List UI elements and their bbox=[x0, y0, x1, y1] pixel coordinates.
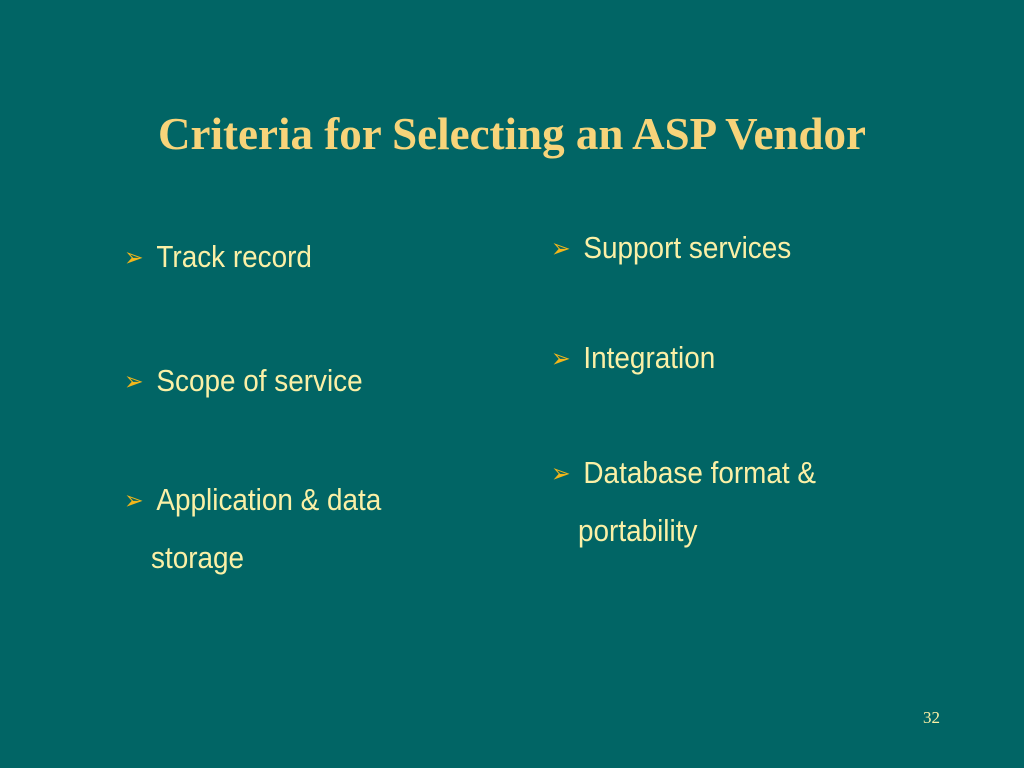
slide-title: Criteria for Selecting an ASP Vendor bbox=[158, 109, 866, 159]
bullet-item-support-services: ➢ Support services bbox=[551, 219, 791, 277]
bullet-item-application-data-storage: ➢ Application & data storage bbox=[124, 471, 381, 587]
bullet-text-continuation: portability bbox=[578, 513, 698, 548]
bullet-text: Application & data bbox=[156, 482, 382, 517]
bullet-item-scope-of-service: ➢ Scope of service bbox=[124, 352, 363, 410]
arrowhead-bullet-icon: ➢ bbox=[551, 233, 571, 263]
bullet-text: Integration bbox=[583, 340, 716, 375]
bullet-item-integration: ➢ Integration bbox=[551, 329, 715, 387]
bullet-text-continuation: storage bbox=[151, 540, 245, 575]
bullet-text: Support services bbox=[583, 230, 792, 265]
arrowhead-bullet-icon: ➢ bbox=[124, 366, 144, 396]
bullet-item-track-record: ➢ Track record bbox=[124, 228, 312, 286]
bullet-text: Database format & bbox=[583, 455, 817, 490]
bullet-text: Scope of service bbox=[156, 363, 363, 398]
arrowhead-bullet-icon: ➢ bbox=[124, 485, 144, 515]
bullet-item-database-format-portability: ➢ Database format & portability bbox=[551, 444, 816, 560]
arrowhead-bullet-icon: ➢ bbox=[124, 242, 144, 272]
page-number: 32 bbox=[923, 708, 940, 727]
arrowhead-bullet-icon: ➢ bbox=[551, 343, 571, 373]
bullet-text: Track record bbox=[156, 239, 312, 274]
arrowhead-bullet-icon: ➢ bbox=[551, 458, 571, 488]
